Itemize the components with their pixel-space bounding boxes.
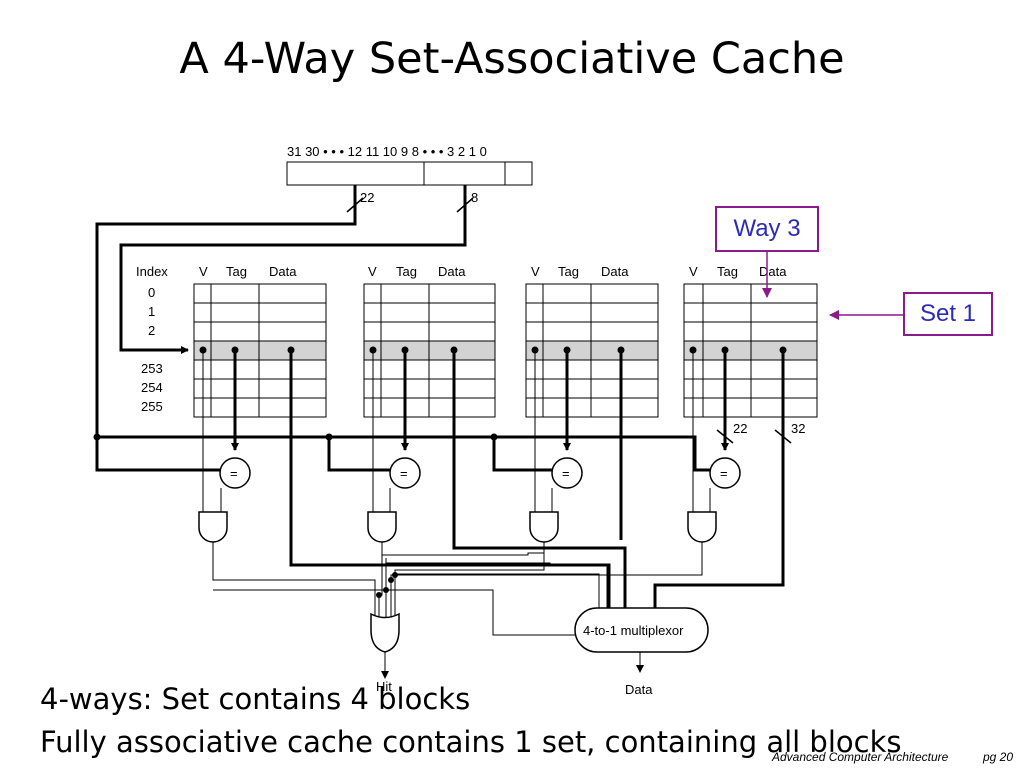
data-output-label: Data [625, 682, 653, 697]
index-row-2: 2 [148, 323, 155, 338]
index-row-0: 0 [148, 285, 155, 300]
cache-way-0: V Tag Data [193, 264, 327, 418]
way2-data-header: Data [601, 264, 629, 279]
way1-v-header: V [368, 264, 377, 279]
cache-way-2: V Tag Data [525, 264, 659, 418]
tag-width-label: 22 [360, 190, 374, 205]
index-row-1: 1 [148, 304, 155, 319]
index-width-label: 8 [471, 190, 478, 205]
footer-page-number: pg 20 [983, 750, 1014, 764]
way2-tag-header: Tag [558, 264, 579, 279]
multiplexor [574, 607, 709, 653]
data-buses [289, 350, 785, 608]
comparator-way0 [219, 457, 251, 489]
way3-tag-width-label: 22 [733, 421, 747, 436]
multiplexor-label: 4-to-1 multiplexor [583, 623, 684, 638]
and-gate-way3 [687, 511, 717, 543]
tag-compare-lines [231, 350, 729, 451]
way0-selected-set-row [194, 341, 326, 360]
index-row-253: 253 [141, 361, 163, 376]
index-bus [119, 185, 467, 354]
and-gate-way1 [367, 511, 397, 543]
comparator-way3-symbol: = [720, 466, 728, 481]
and-gate-way0 [198, 511, 228, 543]
way3-v-header: V [689, 264, 698, 279]
select-junction-dots [376, 572, 398, 598]
bullet-fully-associative: Fully associative cache contains 1 set, … [40, 725, 902, 759]
and-gates [198, 511, 717, 543]
index-column: Index 0 1 2 253 254 255 [136, 264, 168, 414]
way0-data-header: Data [269, 264, 297, 279]
way3-tag-header: Tag [717, 264, 738, 279]
address-field-box [286, 161, 533, 186]
slide-title: A 4-Way Set-Associative Cache [179, 34, 845, 84]
hit-label: Hit [376, 679, 392, 694]
set1-callout: Set 1 [903, 292, 993, 336]
index-row-255: 255 [141, 399, 163, 414]
way0-v-header: V [199, 264, 208, 279]
tag-bus-way1 [327, 437, 390, 472]
way2-table [525, 283, 659, 418]
address-buses [95, 185, 715, 472]
comparator-way3 [709, 457, 741, 489]
junction-dots [93, 433, 498, 441]
comparators [219, 457, 741, 489]
comparator-way0-symbol: = [230, 466, 238, 481]
comparator-way2 [551, 457, 583, 489]
way3-callout: Way 3 [715, 206, 819, 252]
tag-bus [95, 185, 357, 472]
way3-data-header: Data [759, 264, 787, 279]
tag-bus-branch [97, 435, 715, 472]
bullet-ways: 4-ways: Set contains 4 blocks [40, 682, 471, 716]
address-register: 31 30 • • • 12 11 10 9 8 • • • 3 2 1 0 [286, 144, 533, 186]
comparator-way1 [389, 457, 421, 489]
footer-course: Advanced Computer Architecture [772, 750, 949, 764]
valid-lines [202, 350, 711, 512]
way0-table [193, 283, 327, 418]
way3-data-width-label: 32 [791, 421, 805, 436]
comparator-way1-symbol: = [400, 466, 408, 481]
index-width-slash [456, 197, 474, 213]
way1-tag-header: Tag [396, 264, 417, 279]
way0-tag-header: Tag [226, 264, 247, 279]
way2-selected-set-row [526, 341, 658, 360]
cache-way-3: V Tag Data [683, 264, 818, 418]
comparator-way2-symbol: = [562, 466, 570, 481]
or-gate [370, 612, 400, 653]
index-header: Index [136, 264, 168, 279]
tag-bus-way2 [492, 437, 552, 472]
way2-v-header: V [531, 264, 540, 279]
index-row-254: 254 [141, 380, 163, 395]
row-tap-dots [199, 346, 787, 354]
and-gate-way2 [529, 511, 559, 543]
address-bit-labels: 31 30 • • • 12 11 10 9 8 • • • 3 2 1 0 [287, 144, 487, 159]
way1-data-header: Data [438, 264, 466, 279]
cache-way-1: V Tag Data [363, 264, 496, 418]
tag-width-slash [346, 197, 364, 213]
